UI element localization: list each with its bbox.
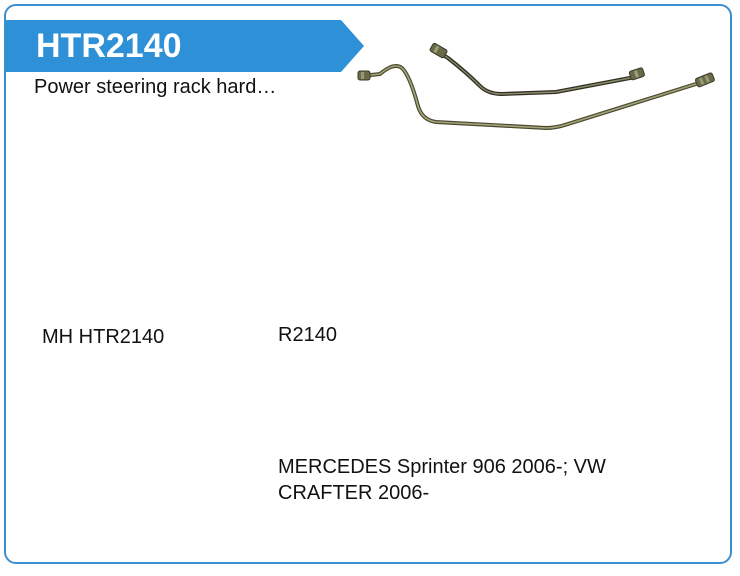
upper-pipe-left-fitting — [429, 42, 448, 59]
header-banner — [6, 20, 364, 72]
product-code-title: HTR2140 — [36, 27, 182, 65]
product-description: Power steering rack hard… — [34, 76, 277, 98]
vehicle-application: MERCEDES Sprinter 906 2006-; VW CRAFTER … — [278, 456, 606, 504]
brand-code: MH HTR2140 — [42, 326, 165, 348]
lower-pipe — [360, 64, 710, 130]
power-steering-pipe-image — [357, 42, 715, 130]
upper-pipe — [436, 50, 642, 96]
reference-number: R2140 — [278, 324, 337, 346]
product-card: HTR2140 Power steering rack hard… — [4, 4, 732, 564]
lower-pipe-left-fitting — [357, 70, 371, 81]
lower-pipe-right-fitting — [694, 72, 715, 88]
upper-pipe-right-fitting — [628, 67, 645, 81]
